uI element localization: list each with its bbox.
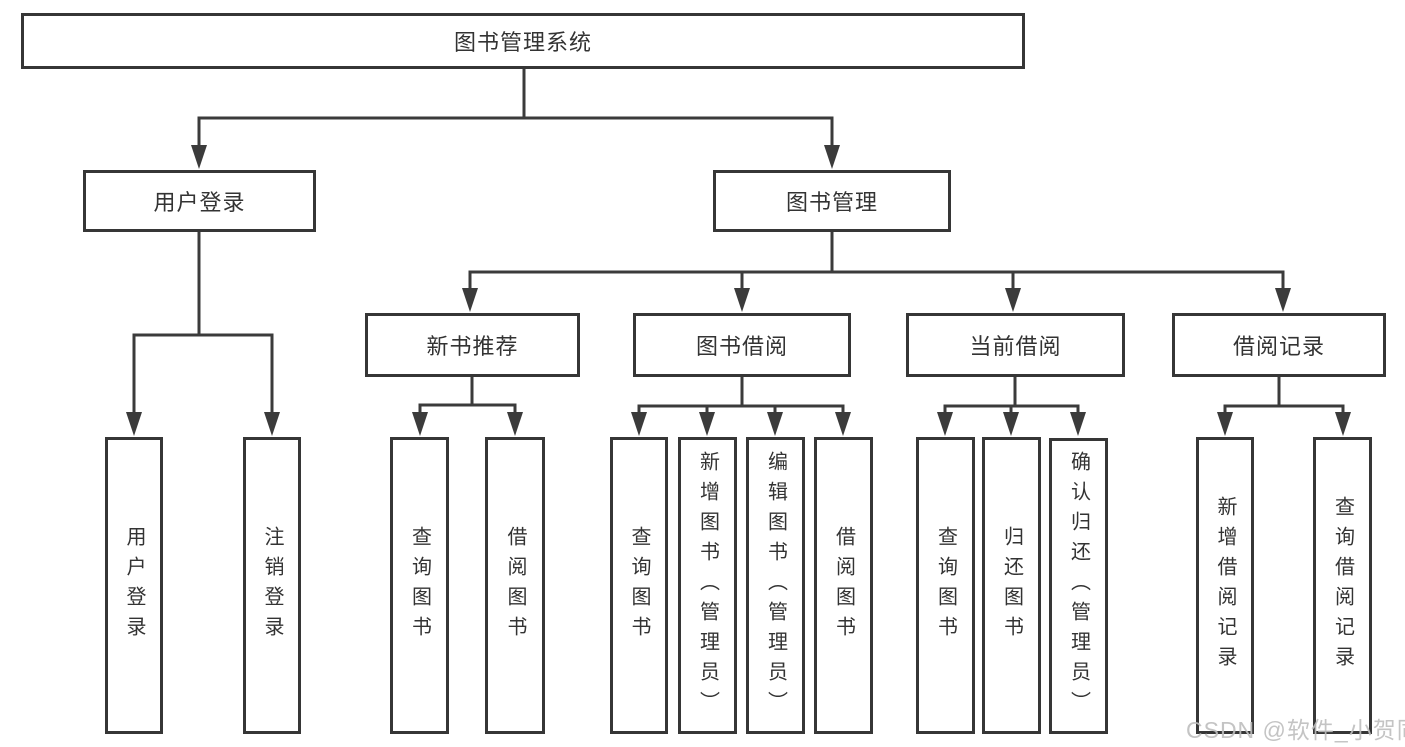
node-book-management-label: 图书管理 — [785, 190, 878, 215]
leaf-borrow-borrow-books: 借阅图书 — [814, 437, 873, 734]
node-current-borrow-label: 当前借阅 — [969, 334, 1062, 359]
leaf-recommend-borrow-books: 借阅图书 — [485, 437, 545, 734]
leaf-recommend-query-books-label: 查询图书 — [408, 525, 431, 646]
leaf-current-query-books: 查询图书 — [916, 437, 975, 734]
node-new-book-recommend-label: 新书推荐 — [426, 334, 519, 359]
leaf-current-return-books: 归还图书 — [982, 437, 1041, 734]
leaf-current-return-books-label: 归还图书 — [1000, 525, 1023, 646]
leaf-current-confirm-return-admin-label: 确认归还（管理员） — [1067, 451, 1090, 721]
node-book-borrow: 图书借阅 — [633, 313, 851, 377]
leaf-recommend-query-books: 查询图书 — [390, 437, 449, 734]
leaf-borrow-edit-books-admin: 编辑图书（管理员） — [746, 437, 805, 734]
node-borrow-records-label: 借阅记录 — [1232, 334, 1325, 359]
leaf-logout-label: 注销登录 — [261, 525, 283, 646]
leaf-current-query-books-label: 查询图书 — [934, 525, 957, 646]
leaf-borrow-borrow-books-label: 借阅图书 — [832, 525, 855, 646]
node-new-book-recommend: 新书推荐 — [365, 313, 580, 377]
leaf-records-add-record-label: 新增借阅记录 — [1214, 495, 1236, 676]
leaf-user-login-label: 用户登录 — [123, 525, 145, 646]
node-borrow-records: 借阅记录 — [1172, 313, 1386, 377]
node-current-borrow: 当前借阅 — [906, 313, 1125, 377]
leaf-borrow-query-books-label: 查询图书 — [628, 525, 650, 646]
leaf-borrow-query-books: 查询图书 — [610, 437, 668, 734]
leaf-logout: 注销登录 — [243, 437, 301, 734]
leaf-user-login: 用户登录 — [105, 437, 163, 734]
node-root-label: 图书管理系统 — [453, 30, 592, 55]
leaf-current-confirm-return-admin: 确认归还（管理员） — [1049, 438, 1108, 734]
leaf-records-add-record: 新增借阅记录 — [1196, 437, 1254, 734]
node-book-management: 图书管理 — [713, 170, 951, 232]
node-user-login: 用户登录 — [83, 170, 316, 232]
leaf-recommend-borrow-books-label: 借阅图书 — [504, 525, 526, 646]
node-user-login-label: 用户登录 — [153, 190, 246, 215]
leaf-records-query-record: 查询借阅记录 — [1313, 437, 1372, 734]
leaf-borrow-add-books-admin: 新增图书（管理员） — [678, 437, 737, 734]
node-book-borrow-label: 图书借阅 — [695, 334, 788, 359]
leaf-borrow-add-books-admin-label: 新增图书（管理员） — [696, 450, 719, 721]
watermark: CSDN @软件_小贺同学 — [1186, 717, 1405, 743]
node-root: 图书管理系统 — [21, 13, 1025, 69]
leaf-borrow-edit-books-admin-label: 编辑图书（管理员） — [764, 450, 787, 721]
leaf-records-query-record-label: 查询借阅记录 — [1331, 495, 1354, 676]
